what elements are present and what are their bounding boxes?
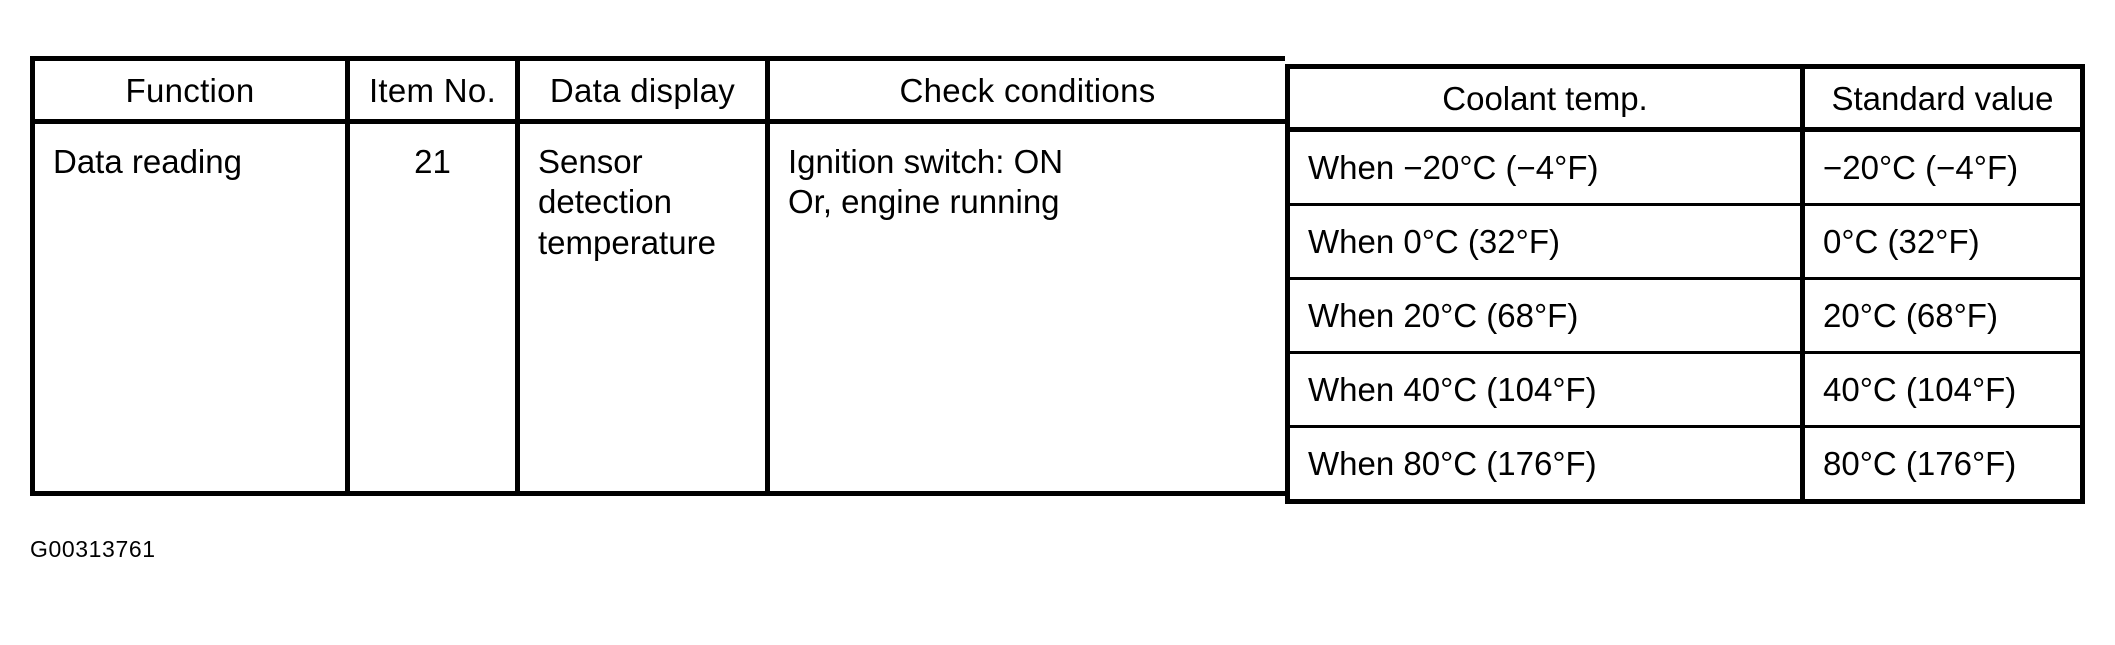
table-header-row-left: Function Item No. Data display Check con…	[35, 61, 1285, 124]
measurement-rows: When −20°C (−4°F) −20°C (−4°F) When 0°C …	[1290, 132, 2080, 499]
table-body-row-left: Data reading 21 Sensor detection tempera…	[35, 124, 1285, 491]
check-conditions-line-1: Ignition switch: ON	[788, 143, 1064, 180]
cell-coolant-temp: When −20°C (−4°F)	[1308, 149, 1599, 186]
column-header-data-display: Data display	[515, 61, 765, 119]
data-display-line-2: detection	[538, 183, 672, 221]
cell-coolant-temp: When 0°C (32°F)	[1308, 223, 1560, 260]
cell-coolant-temp: When 40°C (104°F)	[1308, 371, 1597, 408]
data-display-line-1: Sensor	[538, 143, 643, 180]
figure-reference-code: G00313761	[30, 536, 156, 562]
cell-function: Data reading	[53, 143, 242, 180]
cell-item-no: 21	[345, 124, 515, 491]
column-header-function: Function	[125, 71, 255, 109]
table-row: When 40°C (104°F) 40°C (104°F)	[1290, 354, 2080, 428]
table-right-section: Coolant temp. Standard value When −20°C …	[1285, 64, 2085, 504]
column-header-standard-value: Standard value	[1800, 69, 2080, 127]
table-row: When −20°C (−4°F) −20°C (−4°F)	[1290, 132, 2080, 206]
table-left-section: Function Item No. Data display Check con…	[30, 56, 1285, 496]
column-header-item-no: Item No.	[345, 61, 515, 119]
cell-standard-value: −20°C (−4°F)	[1800, 132, 2080, 203]
check-conditions-line-2: Or, engine running	[788, 183, 1060, 221]
diagnostic-data-table: Function Item No. Data display Check con…	[30, 56, 2085, 504]
cell-coolant-temp: When 80°C (176°F)	[1308, 445, 1597, 482]
column-header-coolant-temp: Coolant temp.	[1442, 79, 1648, 117]
cell-data-display: Sensor detection temperature	[515, 124, 765, 491]
cell-standard-value: 40°C (104°F)	[1800, 354, 2080, 425]
table-header-row-right: Coolant temp. Standard value	[1290, 69, 2080, 132]
cell-standard-value: 0°C (32°F)	[1800, 206, 2080, 277]
cell-check-conditions: Ignition switch: ON Or, engine running	[765, 124, 1285, 491]
cell-coolant-temp: When 20°C (68°F)	[1308, 297, 1579, 334]
column-header-check-conditions: Check conditions	[765, 61, 1285, 119]
table-row: When 0°C (32°F) 0°C (32°F)	[1290, 206, 2080, 280]
data-display-line-3: temperature	[538, 223, 716, 261]
cell-standard-value: 20°C (68°F)	[1800, 280, 2080, 351]
table-row: When 20°C (68°F) 20°C (68°F)	[1290, 280, 2080, 354]
table-row: When 80°C (176°F) 80°C (176°F)	[1290, 428, 2080, 499]
cell-standard-value: 80°C (176°F)	[1800, 428, 2080, 499]
